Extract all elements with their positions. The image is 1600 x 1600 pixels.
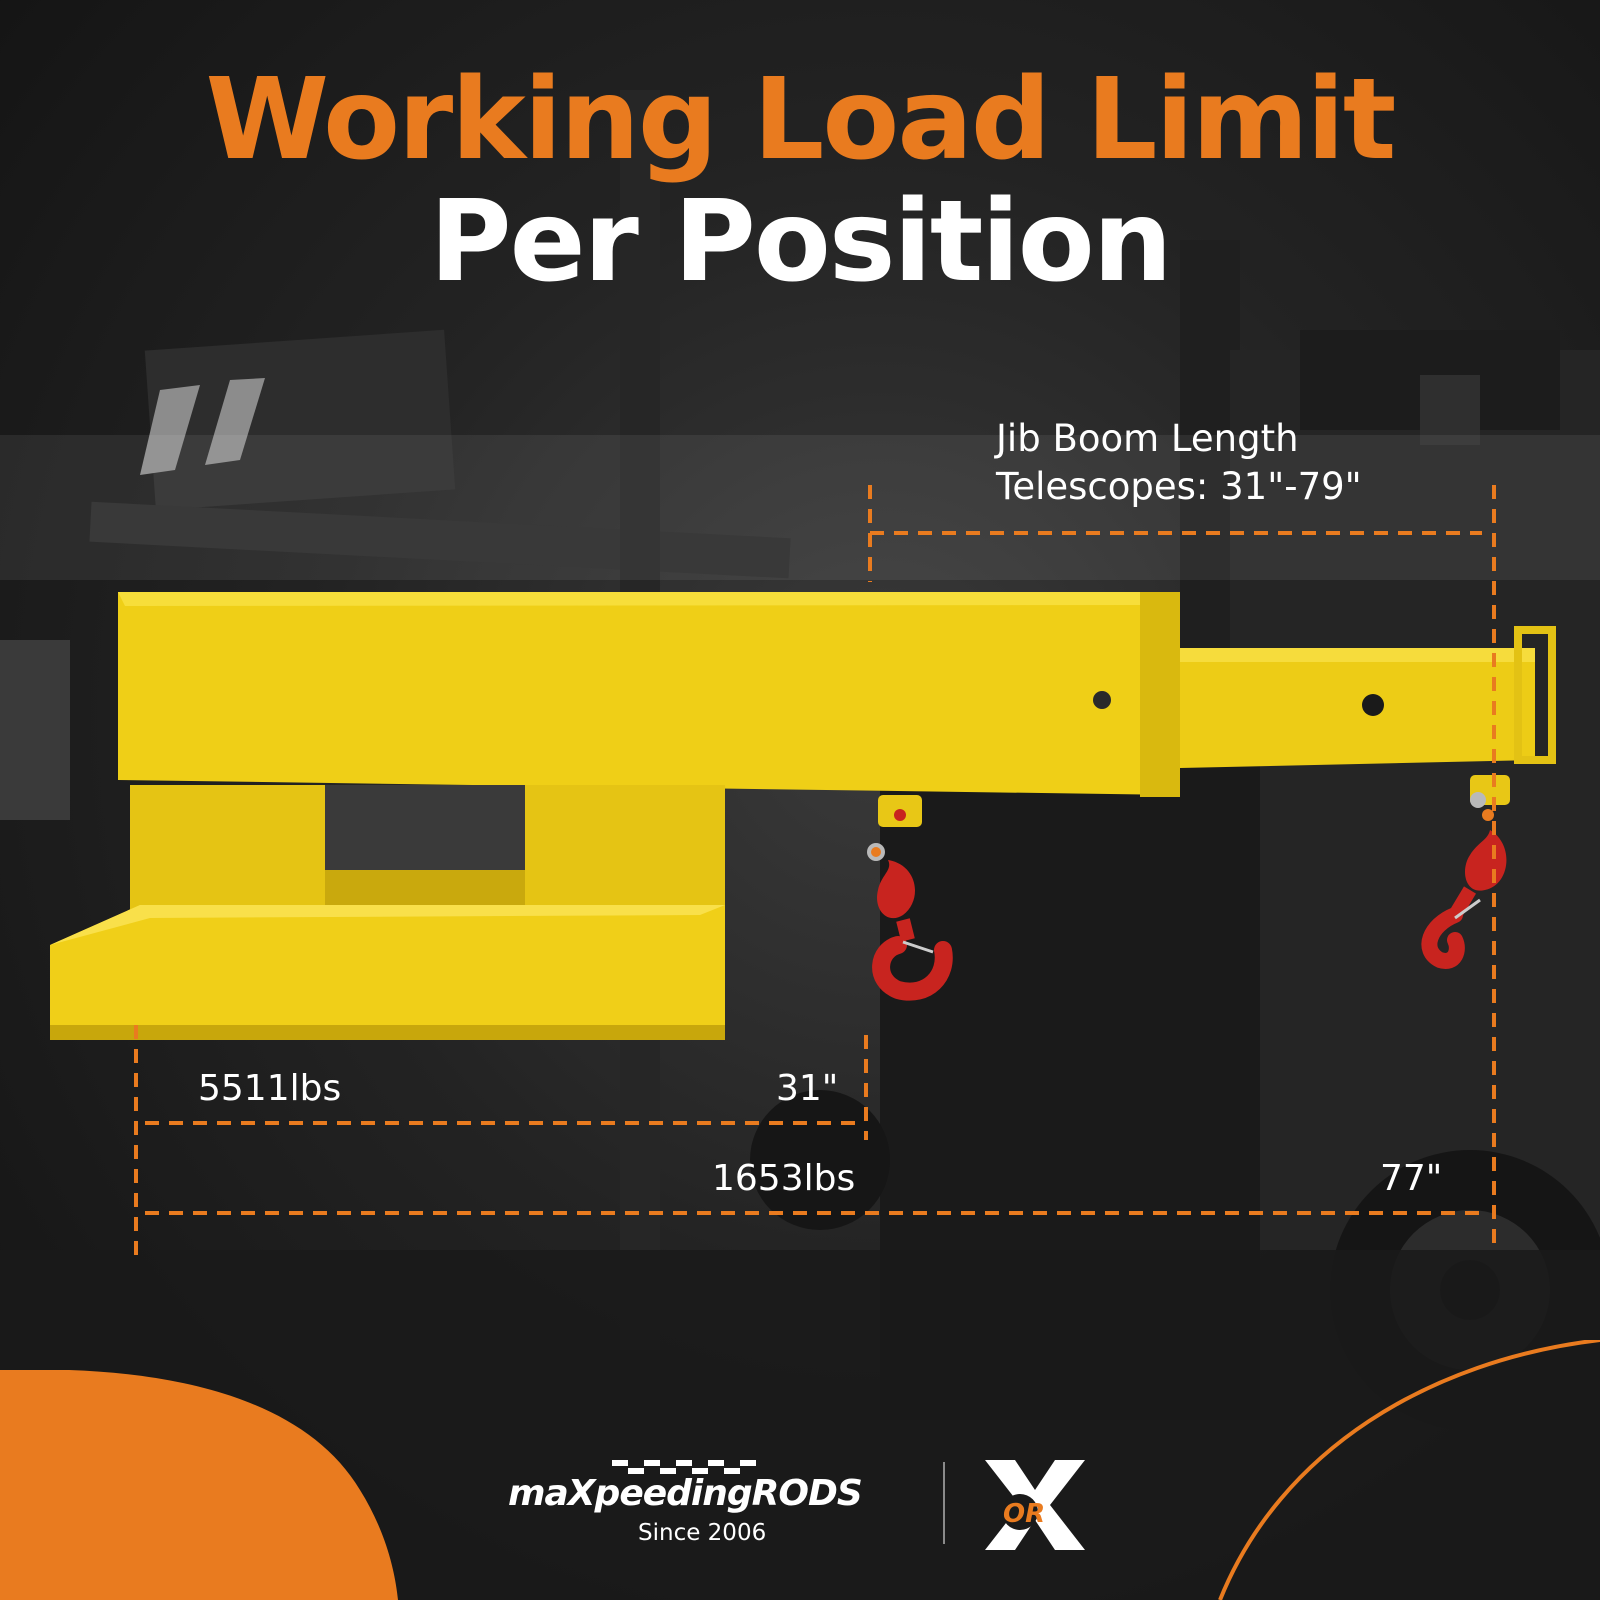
callout-line-2: Telescopes: 31"-79" bbox=[996, 465, 1362, 508]
position-1-length: 31" bbox=[776, 1068, 839, 1109]
position-1-load: 5511lbs bbox=[198, 1068, 342, 1109]
brand-mark: OR bbox=[1003, 1499, 1045, 1529]
brand-logo: maXpeedingRODS bbox=[508, 1473, 863, 1514]
callout-band bbox=[0, 435, 1600, 580]
swivel-hook-icon bbox=[867, 843, 953, 1001]
orange-arc-shape bbox=[1218, 1340, 1600, 1600]
position-2-length: 77" bbox=[1380, 1158, 1443, 1199]
brand-tagline: Since 2006 bbox=[638, 1520, 767, 1546]
x-logo-icon: OR bbox=[985, 1460, 1085, 1550]
jib-boom-callout: Jib Boom Length Telescopes: 31"-79" bbox=[996, 415, 1362, 511]
swivel-hook-icon bbox=[1421, 792, 1507, 969]
headline-line-2: Per Position bbox=[429, 177, 1173, 307]
position-2-load: 1653lbs bbox=[712, 1158, 856, 1199]
headline-line-1: Working Load Limit bbox=[205, 55, 1397, 185]
brand-divider bbox=[943, 1462, 945, 1544]
callout-line-1: Jib Boom Length bbox=[996, 417, 1299, 460]
orange-corner-shape bbox=[0, 1370, 398, 1600]
checkered-flag-icon bbox=[612, 1460, 756, 1474]
